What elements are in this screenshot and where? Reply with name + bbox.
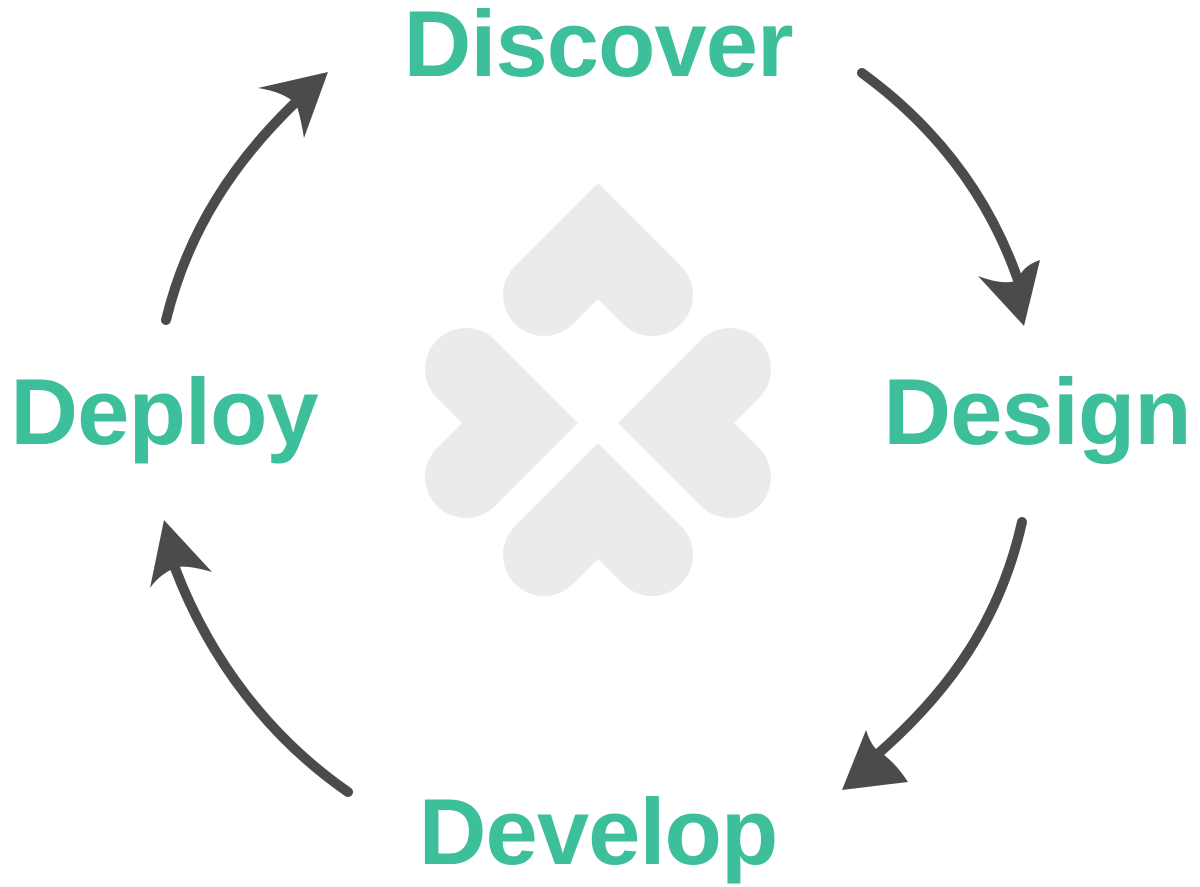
arrow-design-to-develop xyxy=(842,517,1027,790)
arrowhead-icon xyxy=(978,260,1040,326)
heart-top-icon xyxy=(503,183,694,337)
stage-label-develop: Develop xyxy=(419,779,778,884)
stage-label-discover: Discover xyxy=(403,0,793,96)
four-hearts-clover-icon xyxy=(425,183,771,597)
center-logo xyxy=(425,183,771,597)
arrow-line xyxy=(857,68,1023,285)
arrow-discover-to-design xyxy=(857,68,1040,326)
arrowhead-icon xyxy=(150,520,212,588)
heart-left-icon xyxy=(618,328,771,518)
arrow-line xyxy=(170,563,353,797)
stage-label-design: Design xyxy=(883,359,1190,464)
heart-right-icon xyxy=(425,328,578,518)
arrow-develop-to-deploy xyxy=(150,520,353,797)
arrow-deploy-to-discover xyxy=(161,72,328,325)
arrow-line xyxy=(161,95,303,325)
arrow-line xyxy=(875,517,1027,757)
arrowhead-icon xyxy=(258,72,328,138)
arrowhead-icon xyxy=(842,730,908,790)
stage-label-deploy: Deploy xyxy=(10,359,318,464)
heart-bottom-icon xyxy=(502,443,693,597)
